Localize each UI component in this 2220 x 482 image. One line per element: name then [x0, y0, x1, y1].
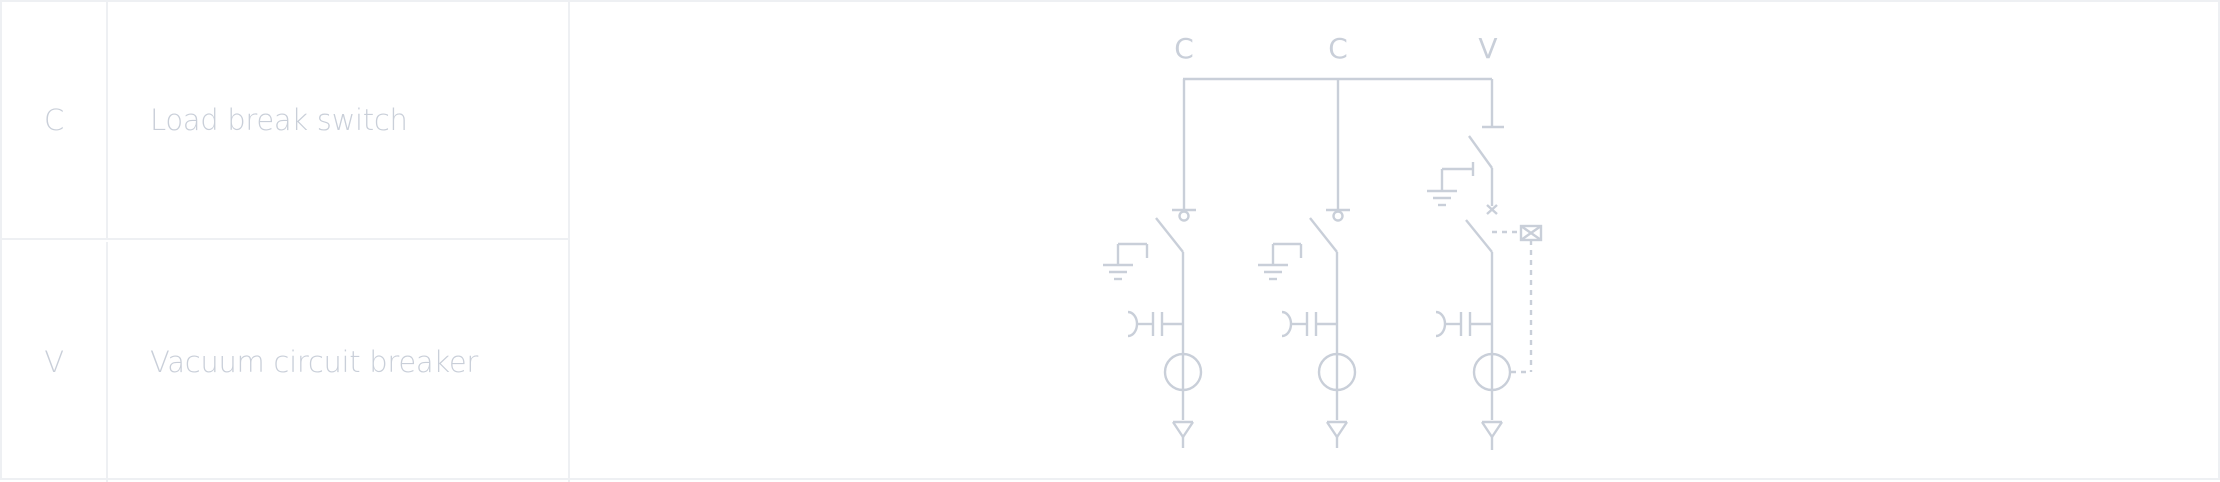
- current-transformer-icon: [1472, 352, 1512, 392]
- cable-termination-icon: [1481, 420, 1503, 450]
- legend-description-cell: Load break switch: [108, 2, 568, 238]
- legend-description-cell: Vacuum circuit breaker: [108, 242, 568, 482]
- legend-description: Load break switch: [150, 103, 408, 137]
- legend-row: V Vacuum circuit breaker: [2, 242, 568, 482]
- legend-row: C Load break switch: [2, 2, 568, 240]
- isolator-symbol: [1172, 208, 1196, 222]
- feeder-1-label: C: [1174, 32, 1194, 65]
- feeder-1: C: [1103, 32, 1203, 448]
- earth-switch-icon: [1427, 162, 1475, 207]
- earth-switch-icon: [1103, 242, 1149, 281]
- disconnector-symbol: [1468, 135, 1494, 206]
- feeder-2: C: [1258, 32, 1357, 448]
- feeder-3: V: [1427, 32, 1543, 450]
- vacuum-circuit-breaker-symbol: [1465, 219, 1494, 420]
- cable-termination-icon: [1326, 420, 1348, 448]
- legend-code: C: [44, 103, 64, 137]
- feeder-3-label: V: [1478, 32, 1497, 65]
- current-transformer-icon: [1163, 352, 1203, 392]
- legend-code: V: [44, 345, 64, 379]
- cable-termination-icon: [1172, 420, 1194, 448]
- legend-description: Vacuum circuit breaker: [150, 345, 479, 379]
- load-break-switch-symbol: [1309, 217, 1339, 420]
- breaker-cross-icon: [1486, 204, 1498, 215]
- capacitor-icon: [1127, 310, 1183, 338]
- earth-switch-icon: [1258, 242, 1303, 281]
- single-line-diagram: C: [1103, 32, 1543, 450]
- capacitor-icon: [1435, 310, 1492, 338]
- load-break-switch-symbol: [1155, 217, 1185, 420]
- current-transformer-icon: [1317, 352, 1357, 392]
- trip-coil-icon: [1492, 224, 1543, 374]
- feeder-2-label: C: [1328, 32, 1348, 65]
- isolator-symbol: [1326, 208, 1350, 222]
- legend-code-cell: V: [2, 242, 108, 482]
- legend-table: C Load break switch V Vacuum circuit bre…: [2, 2, 570, 482]
- capacitor-icon: [1281, 310, 1337, 338]
- legend-code-cell: C: [2, 2, 108, 238]
